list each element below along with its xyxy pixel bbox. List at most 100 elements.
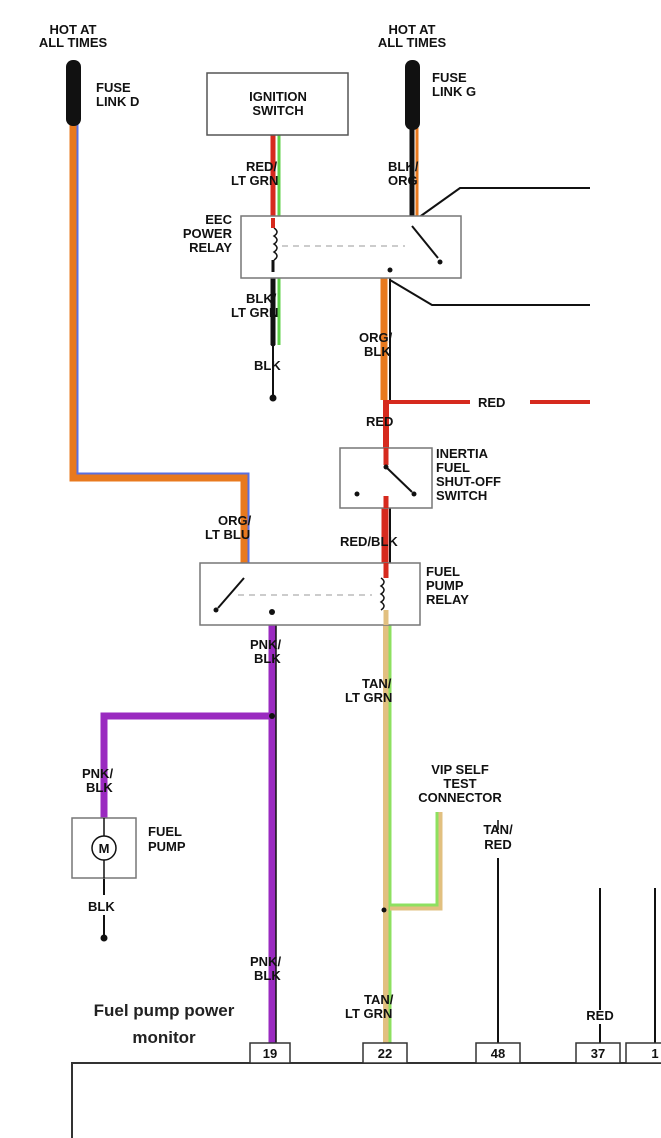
label-tan-red: TAN/ RED (483, 822, 513, 852)
fuel-pump-box (71, 817, 137, 879)
svg-text:TAN/: TAN/ (364, 992, 394, 1007)
svg-text:RED: RED (478, 395, 505, 410)
svg-text:FUSE: FUSE (432, 70, 467, 85)
svg-text:PUMP: PUMP (148, 839, 186, 854)
svg-text:FUEL: FUEL (436, 460, 470, 475)
pin-22 (362, 1042, 408, 1064)
svg-text:EEC: EEC (205, 212, 232, 227)
label-tan-lt-grn-bottom: TAN/ LT GRN (345, 992, 394, 1021)
wire-blk-ltgrn (269, 270, 281, 402)
svg-text:LT BLU: LT BLU (205, 527, 250, 542)
pin-1-label: 1 (651, 1046, 658, 1061)
svg-text:BLK: BLK (86, 780, 113, 795)
ecu-connector-outline (71, 1062, 661, 1138)
label-motor: M (99, 841, 110, 856)
pin-37-label: 37 (591, 1046, 605, 1061)
svg-text:RED: RED (586, 1008, 613, 1023)
wire-red-ltgrn (270, 135, 281, 218)
label-org-lt-blu: ORG/ LT BLU (205, 513, 252, 542)
svg-text:BLK: BLK (254, 358, 281, 373)
svg-text:FUEL: FUEL (148, 824, 182, 839)
label-red-center: RED (366, 414, 393, 429)
svg-text:FUSE: FUSE (96, 80, 131, 95)
svg-text:BLK: BLK (254, 968, 281, 983)
svg-text:FUEL: FUEL (426, 564, 460, 579)
svg-text:ORG: ORG (388, 173, 418, 188)
label-org-blk: ORG/ BLK (359, 330, 393, 359)
label-ignition-switch: IGNITION SWITCH (249, 89, 307, 118)
pin-48 (475, 1042, 521, 1064)
svg-text:TAN/: TAN/ (362, 676, 392, 691)
label-pnk-blk-top: PNK/ BLK (250, 637, 281, 666)
svg-text:RED: RED (484, 837, 511, 852)
svg-text:SWITCH: SWITCH (436, 488, 487, 503)
svg-text:SHUT-OFF: SHUT-OFF (436, 474, 501, 489)
svg-text:IGNITION: IGNITION (249, 89, 307, 104)
fuse-link-d (66, 60, 81, 126)
label-pnk-blk-left: PNK/ BLK (82, 766, 113, 795)
label-eec-power-relay: EEC POWER RELAY (183, 212, 233, 255)
svg-text:HOT AT: HOT AT (50, 22, 97, 37)
svg-text:VIP SELF: VIP SELF (431, 762, 489, 777)
label-inertia-switch: INERTIA FUEL SHUT-OFF SWITCH (436, 446, 501, 503)
svg-text:Fuel pump power: Fuel pump power (94, 1001, 235, 1020)
eec-power-relay-box (240, 215, 462, 279)
label-fuel-pump: FUEL PUMP (148, 824, 186, 854)
label-red-branch: RED (478, 395, 505, 410)
svg-text:RELAY: RELAY (426, 592, 469, 607)
label-blk-pump-ground: BLK (88, 899, 115, 914)
svg-text:BLK: BLK (364, 344, 391, 359)
svg-text:TEST: TEST (443, 776, 476, 791)
svg-text:RED/BLK: RED/BLK (340, 534, 398, 549)
label-fuel-pump-relay: FUEL PUMP RELAY (426, 564, 469, 607)
inertia-switch-box (339, 447, 433, 509)
label-vip-self-test-connector: VIP SELF TEST CONNECTOR (418, 762, 502, 805)
svg-text:POWER: POWER (183, 226, 233, 241)
wire-tan-ltgrn (381, 620, 443, 1043)
label-tan-lt-grn-top: TAN/ LT GRN (345, 676, 392, 705)
svg-text:LINK G: LINK G (432, 84, 476, 99)
label-blk-lt-grn: BLK/ LT GRN (231, 291, 278, 320)
fuel-pump-relay-box (199, 562, 421, 626)
svg-text:PNK/: PNK/ (250, 637, 281, 652)
svg-text:LT GRN: LT GRN (345, 690, 392, 705)
fuse-link-g (405, 60, 420, 130)
svg-text:CONNECTOR: CONNECTOR (418, 790, 502, 805)
svg-text:ORG/: ORG/ (359, 330, 393, 345)
svg-text:RED/: RED/ (246, 159, 277, 174)
svg-text:ALL TIMES: ALL TIMES (378, 35, 447, 50)
svg-text:PUMP: PUMP (426, 578, 464, 593)
label-fuse-link-d: FUSE LINK D (96, 80, 139, 109)
wire-blk-org (409, 128, 590, 226)
pin-1 (625, 1042, 661, 1064)
svg-text:ALL TIMES: ALL TIMES (39, 35, 108, 50)
label-hot-at-all-times-left: HOT AT ALL TIMES (39, 22, 108, 50)
svg-text:LT GRN: LT GRN (231, 173, 278, 188)
svg-text:monitor: monitor (132, 1028, 196, 1047)
pin-19 (249, 1042, 291, 1064)
svg-text:M: M (99, 841, 110, 856)
label-pnk-blk-bottom: PNK/ BLK (250, 954, 281, 983)
label-fuse-link-g: FUSE LINK G (432, 70, 476, 99)
svg-text:PNK/: PNK/ (82, 766, 113, 781)
pin-37 (575, 1042, 621, 1064)
wire-org-ltblu (69, 121, 250, 578)
caption-fuel-pump-power-monitor: Fuel pump power monitor (94, 1001, 235, 1047)
svg-text:BLK: BLK (254, 651, 281, 666)
svg-text:PNK/: PNK/ (250, 954, 281, 969)
svg-text:INERTIA: INERTIA (436, 446, 489, 461)
svg-text:RED: RED (366, 414, 393, 429)
pin-22-label: 22 (378, 1046, 392, 1061)
svg-text:SWITCH: SWITCH (252, 103, 303, 118)
wire-blk-pump-ground (100, 878, 108, 942)
wire-pnk-blk (100, 610, 277, 1043)
svg-text:ORG/: ORG/ (218, 513, 252, 528)
svg-text:LINK D: LINK D (96, 94, 139, 109)
svg-text:TAN/: TAN/ (483, 822, 513, 837)
wire-org-blk (380, 262, 590, 400)
svg-text:BLK/: BLK/ (246, 291, 277, 306)
svg-text:HOT AT: HOT AT (389, 22, 436, 37)
label-red-blk: RED/BLK (340, 534, 398, 549)
ignition-switch-box (206, 72, 349, 136)
